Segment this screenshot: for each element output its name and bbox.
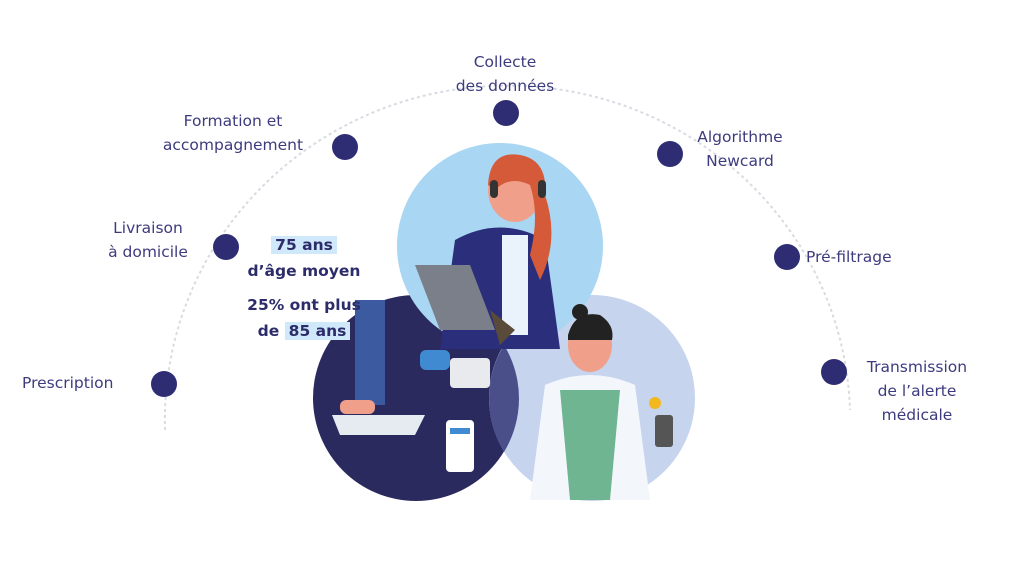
step-dot-algorithme[interactable] xyxy=(657,141,683,167)
label-line: Collecte xyxy=(473,53,537,71)
operator-illustration xyxy=(415,154,560,349)
step-label-collecte: Collecte des données xyxy=(445,50,565,98)
stat-age-value: 75 ans xyxy=(271,236,337,254)
label-line: à domicile xyxy=(108,243,188,261)
step-label-formation: Formation et accompagnement xyxy=(148,109,318,157)
stat-over85-row: de 85 ans xyxy=(236,318,372,344)
label-line: des données xyxy=(455,77,555,95)
step-dot-prescription[interactable] xyxy=(151,371,177,397)
label-line: Algorithme xyxy=(697,128,783,146)
step-dot-livraison[interactable] xyxy=(213,234,239,260)
step-label-transmission: Transmission de l’alerte médicale xyxy=(855,355,979,427)
step-dot-prefiltrage[interactable] xyxy=(774,244,800,270)
stat-over85-prefix: 25% ont plus xyxy=(247,296,361,314)
label-line: Formation et xyxy=(183,112,283,130)
label-line: de l’alerte xyxy=(877,382,957,400)
doctor-illustration xyxy=(530,304,673,500)
circle-overlap xyxy=(489,345,519,452)
step-label-algorithme: Algorithme Newcard xyxy=(685,125,795,173)
step-label-livraison: Livraison à domicile xyxy=(100,216,196,264)
label-line: Newcard xyxy=(706,152,774,170)
label-line: médicale xyxy=(881,406,953,424)
step-label-prescription: Prescription xyxy=(22,374,114,392)
stats-block: 75 ans d’âge moyen 25% ont plus de 85 an… xyxy=(236,232,372,344)
step-label-prefiltrage: Pré-filtrage xyxy=(806,248,892,266)
stat-over85-de: de xyxy=(257,322,280,340)
stat-age-row: 75 ans xyxy=(236,232,372,258)
label-line: Livraison xyxy=(113,219,183,237)
label-line: Transmission xyxy=(866,358,968,376)
stat-over85-value: 85 ans xyxy=(284,322,351,340)
step-dot-transmission[interactable] xyxy=(821,359,847,385)
patient-illustration xyxy=(332,300,490,472)
step-dot-collecte[interactable] xyxy=(493,100,519,126)
label-line: accompagnement xyxy=(162,136,304,154)
step-dot-formation[interactable] xyxy=(332,134,358,160)
stat-age-caption: d’âge moyen xyxy=(247,262,361,280)
